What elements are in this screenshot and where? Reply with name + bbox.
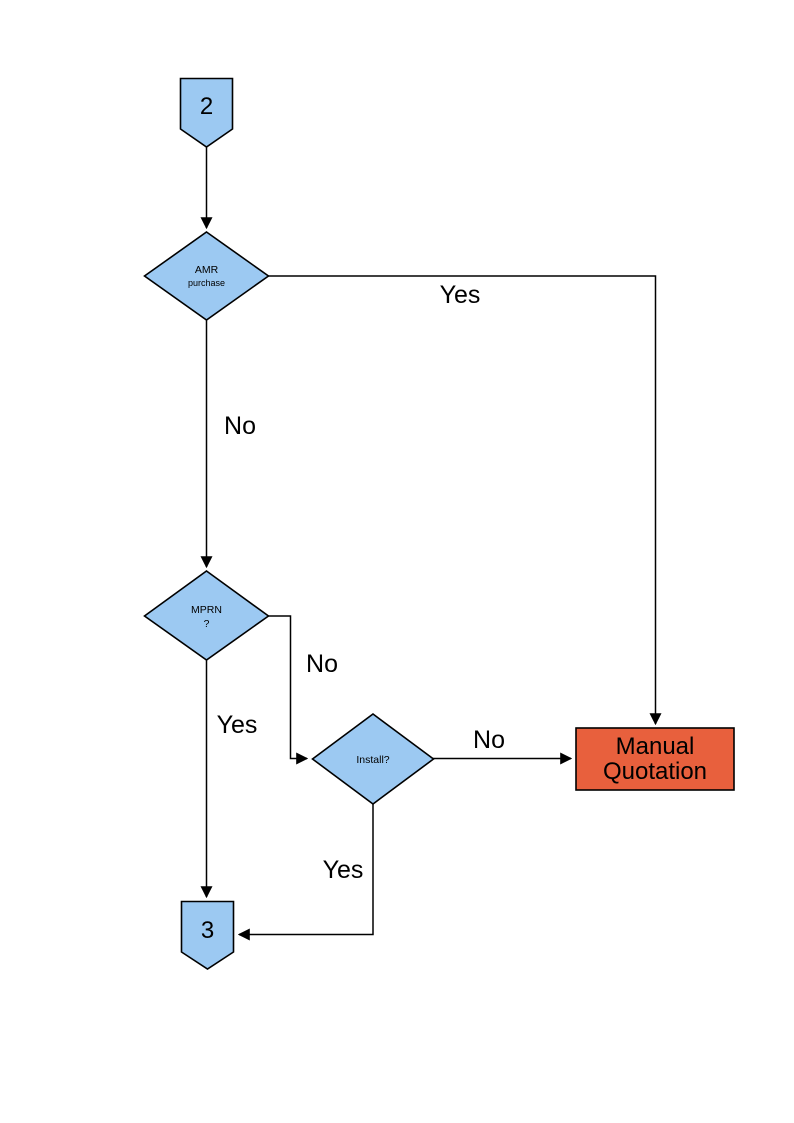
node-process-manual-quotation: Manual Quotation — [575, 727, 735, 791]
amr-purchase-label-line2: purchase — [188, 278, 225, 288]
connector-3-label: 3 — [201, 917, 214, 944]
install-label: Install? — [356, 754, 389, 766]
node-connector-2: 2 — [179, 77, 234, 148]
manual-quotation-label-line2: Quotation — [603, 758, 707, 785]
node-decision-mprn: MPRN ? — [143, 570, 270, 661]
manual-quotation-box — [575, 727, 735, 791]
node-decision-amr-purchase: AMR purchase — [143, 231, 270, 321]
amr-purchase-label-line1: AMR — [195, 264, 219, 276]
node-decision-install: Install? — [311, 713, 435, 805]
edge-label-amr-no: No — [224, 412, 256, 440]
edge-label-amr-yes: Yes — [440, 281, 481, 309]
node-connector-3: 3 — [180, 900, 235, 970]
connector-2-label: 2 — [200, 93, 213, 120]
connector-2-shape — [179, 77, 234, 148]
edge-amr-yes-to-manual-quotation — [268, 275, 662, 726]
edge-label-mprn-no: No — [306, 650, 338, 678]
manual-quotation-label-line1: Manual — [616, 733, 695, 760]
edge-label-mprn-yes: Yes — [217, 711, 258, 739]
edge-mprn-no-to-install — [268, 615, 309, 765]
install-diamond — [311, 713, 435, 805]
amr-purchase-diamond — [143, 231, 270, 321]
edge-label-install-yes: Yes — [323, 856, 364, 884]
mprn-label-line1: MPRN — [191, 604, 222, 616]
edge-install-yes-to-connector3 — [237, 804, 374, 941]
edge-label-install-no: No — [473, 726, 505, 754]
mprn-diamond — [143, 570, 270, 661]
mprn-label-line2: ? — [204, 618, 210, 630]
connector-3-shape — [180, 900, 235, 970]
